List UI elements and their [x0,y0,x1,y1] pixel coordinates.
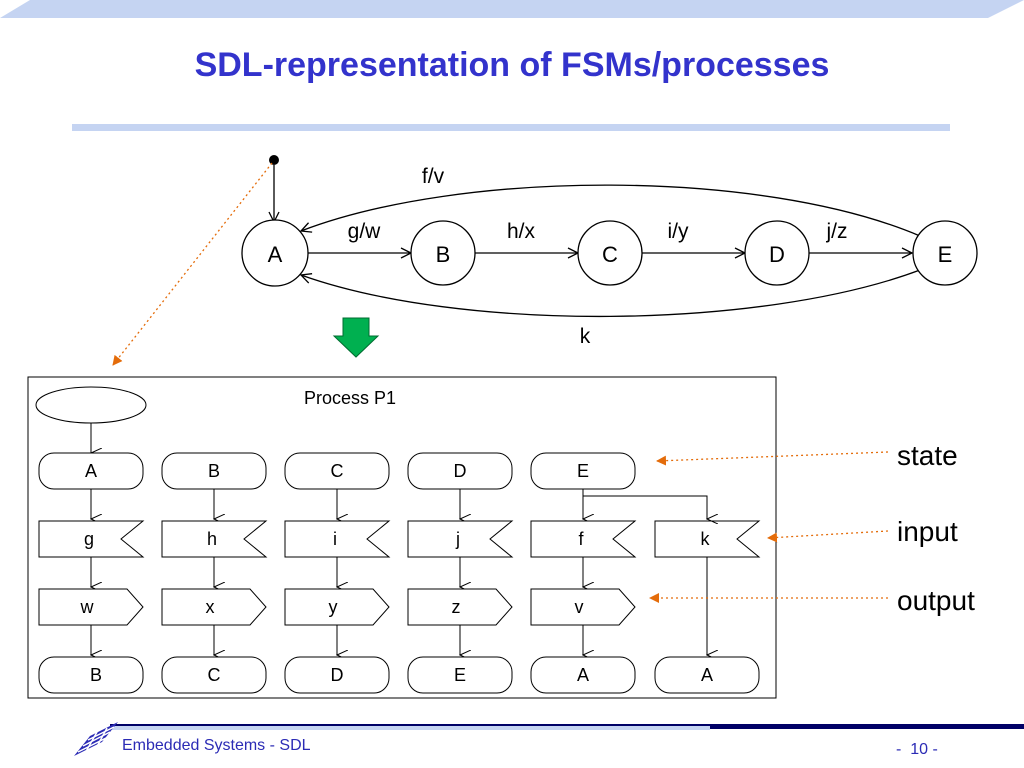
output-symbol [284,588,390,626]
next-state-symbol [38,656,144,694]
state-symbol-label: D [454,461,467,481]
next-state-symbol [530,656,636,694]
fsm-state-e-label: E [938,242,953,267]
next-state-symbol [284,656,390,694]
state-symbol-label: B [208,461,220,481]
page-value: 10 [910,741,929,758]
fsm-state-c: C [577,220,643,286]
fsm-state-c-label: C [602,242,618,267]
page-prefix: - [896,741,902,758]
process-box: Process P1 [27,376,777,699]
next-state-symbol-label: E [454,665,466,685]
transition-e-a-top [301,184,921,237]
green-down-arrow-icon [332,317,380,358]
output-symbol-label: v [575,597,584,617]
label-g-w: g/w [348,220,382,243]
footer-text: Embedded Systems - SDL [122,737,311,754]
embedded-systems-logo-icon [74,722,118,756]
input-symbol [530,520,637,558]
title-underline [72,124,950,131]
next-state-symbol-label: C [208,665,221,685]
next-state-symbol-label: A [701,665,713,685]
input-symbol-label: f [578,529,584,549]
output-symbol [161,588,267,626]
fsm-graph: A B C D E g/w h/x i/y j/z f/v k [241,155,978,348]
input-symbol [161,520,268,558]
slide-title: SDL-representation of FSMs/processes [194,46,830,84]
input-symbol-label: h [207,529,217,549]
process-start-symbol [35,386,147,424]
next-state-symbol-label: D [331,665,344,685]
input-symbol [284,520,391,558]
state-symbol-label: C [331,461,344,481]
label-i-y: i/y [668,220,690,243]
legend-output: output [897,585,975,616]
output-symbol [530,588,636,626]
state-symbol-label: E [577,461,589,481]
input-symbol-label: k [701,529,711,549]
branch-e-to-k [583,495,707,519]
next-state-symbol [161,656,267,694]
state-symbol-label: A [85,461,97,481]
output-symbol-label: y [329,597,338,617]
fsm-state-a: A [241,219,309,287]
label-f-v: f/v [422,165,445,188]
transition-e-a-bottom [301,269,921,318]
input-symbol-label: i [333,529,337,549]
footer-bar [110,724,1024,730]
legend-input: input [897,516,958,547]
fsm-state-d: D [744,220,810,286]
legend-state: state [897,440,958,471]
fsm-state-b: B [410,220,476,286]
input-symbol-label: j [455,529,460,549]
fsm-state-b-label: B [436,242,451,267]
output-symbol [407,588,513,626]
label-h-x: h/x [507,220,536,243]
output-symbol [38,588,144,626]
next-state-symbol [654,656,760,694]
dotted-pointer-state [656,451,889,466]
input-symbol [407,520,514,558]
page-number: - 10 - [896,741,938,759]
input-symbol-label: g [84,529,94,549]
top-accent-band [0,0,1024,18]
fsm-state-a-label: A [268,242,283,267]
next-state-symbol-label: A [577,665,589,685]
next-state-symbol [407,656,513,694]
next-state-symbol-label: B [90,665,102,685]
page-suffix: - [932,741,938,758]
input-symbol [38,520,145,558]
initial-state-dot [269,155,279,165]
fsm-state-e: E [912,220,978,286]
output-symbol-label: z [452,597,461,617]
process-title: Process P1 [304,388,396,408]
input-symbol [654,520,761,558]
output-symbol-label: w [80,597,95,617]
label-j-z: j/z [826,220,848,243]
dotted-pointer-input [767,530,889,543]
label-k: k [580,325,591,348]
fsm-state-d-label: D [769,242,785,267]
output-symbol-label: x [206,597,215,617]
